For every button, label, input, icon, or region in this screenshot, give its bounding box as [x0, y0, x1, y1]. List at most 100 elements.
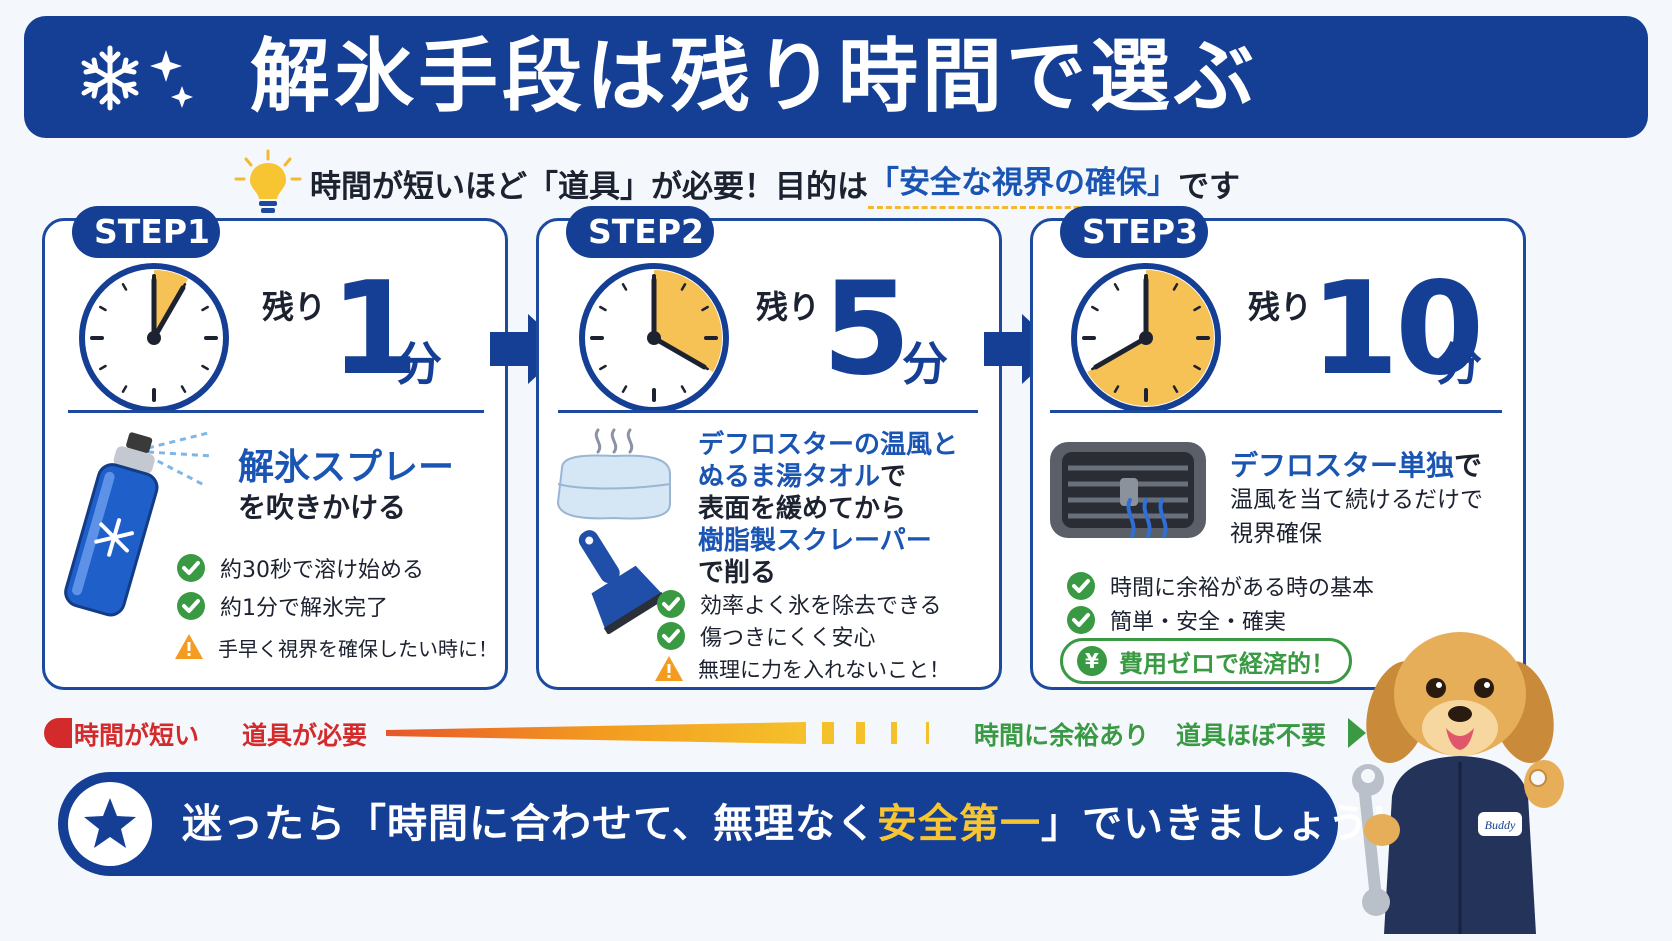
page-title: 解氷手段は残り時間で選ぶ [250, 30, 1258, 123]
step2-tab: STEP2 [566, 206, 714, 258]
clock-tick [121, 385, 128, 393]
scale-left-label-b: 道具が必要 [242, 721, 368, 750]
snowflake-sparkle-icon [81, 45, 193, 111]
list-item-text: 傷つきにくく安心 [700, 626, 876, 651]
bottom-banner: 迷ったら「時間に合わせて、無理なく安全第一」でいきましょう！ [58, 772, 1409, 876]
method-desc-emph: デフロスター単独 [1230, 449, 1455, 482]
scale-end-arrow-icon [1348, 718, 1366, 748]
warning-icon [655, 656, 683, 681]
subtitle-text: 時間が短いほど「道具」が必要！目的は [310, 168, 868, 205]
star-icon [84, 798, 136, 848]
list-item-text: 手早く視界を確保したい時に！ [218, 636, 498, 661]
warm-towel-and-scraper-icon [556, 428, 671, 634]
clock-tick [99, 305, 107, 312]
list-item-text: 時間に余裕がある時の基本 [1110, 576, 1375, 601]
clock-hub [1139, 331, 1153, 345]
remaining-label: 残り [756, 288, 821, 326]
list-item: 約30秒で溶け始める [176, 552, 424, 584]
clock-hand-remaining [1093, 335, 1149, 370]
economy-pill-text: 費用ゼロで経済的！ [1119, 649, 1335, 678]
method-desc-line: 温風を当て続けるだけで [1230, 487, 1483, 513]
list-item: 効率よく氷を除去できる [656, 588, 942, 620]
clock-tick [680, 385, 687, 393]
clock-tick [599, 305, 607, 312]
check-icon [1067, 572, 1095, 600]
list-item: 時間に余裕がある時の基本 [1066, 570, 1374, 602]
remaining-minutes: 1 [330, 255, 419, 404]
banner-prefix: 迷ったら「時間に合わせて、無理なく [182, 801, 877, 847]
remaining-minutes: 10 [1310, 255, 1484, 404]
minutes-unit: 分 [1436, 337, 1482, 391]
subtitle-suffix: です [1178, 168, 1240, 205]
clock-tick [1193, 364, 1201, 371]
list-item-text: 効率よく氷を除去できる [700, 594, 942, 619]
clock-hub [147, 331, 161, 345]
list-item-text: 無理に力を入れないこと！ [698, 658, 950, 682]
clock-tick [121, 283, 128, 291]
remaining-label: 残り [262, 288, 327, 326]
remaining-label: 残り [1248, 288, 1313, 326]
yen-icon: ¥ [1077, 646, 1107, 676]
banner-message: 迷ったら「時間に合わせて、無理なく安全第一」でいきましょう！ [182, 772, 1410, 876]
clock-tick [621, 283, 628, 291]
list-item-text: 約1分で解氷完了 [220, 596, 388, 621]
method-subtext: を吹きかける [238, 491, 407, 524]
step3-tab: STEP3 [1060, 206, 1208, 258]
method-desc-line: 樹脂製スクレーパー [698, 526, 932, 556]
method-desc-line: デフロスターの温風と [698, 430, 959, 460]
header-banner: 解氷手段は残り時間で選ぶ [24, 16, 1648, 138]
clock-tick [1113, 283, 1120, 291]
list-item-text: 約30秒で溶け始める [220, 558, 424, 583]
method-desc-tail: で [1454, 449, 1483, 482]
clock-hand-remaining [651, 335, 707, 370]
economy-pill: ¥ 費用ゼロで経済的！ [1060, 638, 1352, 684]
method-heading: 解氷スプレー [238, 447, 455, 488]
method-desc-line: 視界確保 [1230, 521, 1322, 547]
check-icon [657, 590, 685, 618]
scale-right-label-a: 時間に余裕あり [974, 721, 1150, 750]
clock-icon [1071, 263, 1221, 413]
method-desc-line: デフロスター単独で [1230, 444, 1482, 484]
method-desc-line: で削る [698, 558, 777, 588]
scale-left-label-a: 時間が短い [74, 721, 200, 750]
time-scale-gradient-bar [386, 722, 929, 744]
clock-tick [99, 364, 107, 371]
minutes-unit: 分 [396, 337, 442, 391]
step1-tab: STEP1 [72, 206, 220, 258]
golden-retriever-mechanic-mascot: Buddy [1352, 632, 1564, 934]
divider [1050, 410, 1502, 413]
scale-right-label-b: 道具ほぼ不要 [1176, 721, 1327, 750]
method-desc-emph: ぬるま湯タオル [698, 462, 881, 492]
clock-tick [1091, 305, 1099, 312]
scale-start-marker [44, 718, 72, 748]
divider [558, 410, 978, 413]
clock-tick [599, 364, 607, 371]
svg-text:Buddy: Buddy [1485, 818, 1516, 832]
clock-hub [647, 331, 661, 345]
clock-tick [201, 364, 209, 371]
clock-tick [201, 305, 209, 312]
check-icon [1067, 606, 1095, 634]
clock-tick [180, 385, 187, 393]
check-icon [177, 554, 205, 582]
lightbulb-icon [234, 149, 302, 213]
warning-icon [175, 634, 203, 659]
list-item-text: 簡単・安全・確実 [1110, 610, 1287, 635]
list-item: 傷つきにくく安心 [656, 620, 876, 652]
subtitle-line: 時間が短いほど「道具」が必要！目的は 「安全な視界の確保」 です [232, 149, 1240, 214]
clock-tick [1193, 305, 1201, 312]
deicer-spray-can-icon [64, 430, 213, 617]
check-icon [177, 592, 205, 620]
clock-tick [701, 305, 709, 312]
list-item: 無理に力を入れないこと！ [654, 654, 950, 684]
minutes-unit: 分 [902, 337, 948, 391]
remaining-minutes: 5 [822, 255, 911, 404]
clock-tick [1172, 385, 1179, 393]
clock-hand-remaining [151, 285, 186, 341]
list-item: 簡単・安全・確実 [1066, 604, 1286, 636]
clock-tick [680, 283, 687, 291]
clock-tick [621, 385, 628, 393]
list-item: 約1分で解氷完了 [176, 590, 388, 622]
method-desc-line: ぬるま湯タオルで [698, 456, 906, 493]
list-item: 手早く視界を確保したい時に！ [174, 632, 498, 662]
